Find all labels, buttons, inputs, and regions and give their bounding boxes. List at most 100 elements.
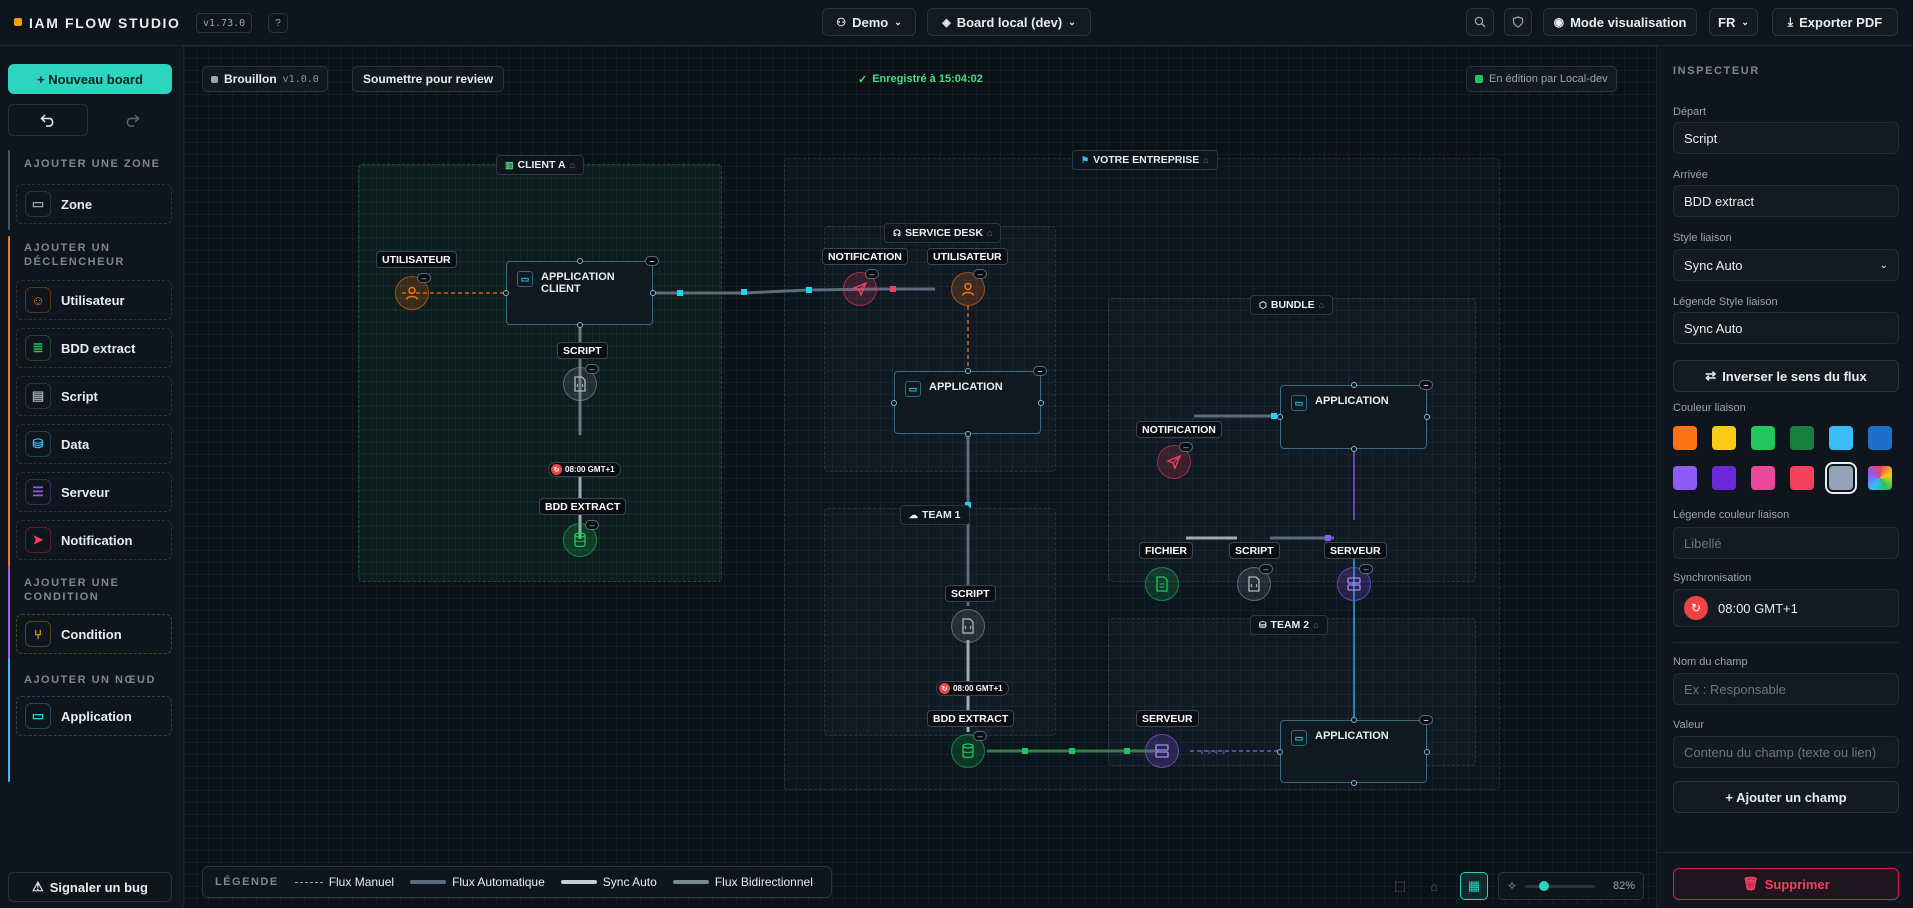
collapse-toggle[interactable]: – [973, 731, 987, 741]
node-application-service-desk[interactable]: ▭ APPLICATION – [891, 366, 1047, 437]
node-port[interactable] [1351, 717, 1357, 723]
node-utilisateur-client-a[interactable]: – [395, 273, 431, 310]
search-button[interactable] [1466, 8, 1494, 36]
sidebar-item-data[interactable]: ⛁ Data [16, 424, 172, 464]
node-port[interactable] [1351, 780, 1357, 786]
board-select[interactable]: ◈ Board local (dev) ⌄ [927, 8, 1091, 36]
export-pdf-button[interactable]: ⤓ Exporter PDF [1772, 8, 1898, 36]
node-port[interactable] [965, 368, 971, 374]
invert-flow-button[interactable]: ⇄ Inverser le sens du flux [1673, 360, 1899, 392]
collapse-toggle[interactable]: – [1359, 564, 1373, 574]
zoom-slider[interactable] [1525, 880, 1596, 891]
color-swatch[interactable] [1712, 426, 1736, 450]
color-swatch[interactable] [1868, 466, 1892, 490]
node-application-team-2[interactable]: ▭ APPLICATION – [1277, 715, 1433, 786]
color-swatch[interactable] [1790, 426, 1814, 450]
node-application-client[interactable]: ▭ APPLICATION CLIENT – [503, 256, 659, 328]
mode-visualisation-button[interactable]: ◉ Mode visualisation [1543, 8, 1697, 36]
sync-badge[interactable]: ↻ 08:00 GMT+1 [548, 462, 621, 477]
select-tool-button[interactable]: ⬚ [1386, 872, 1414, 900]
zone-tag-bundle[interactable]: ⬡ BUNDLE ⌂ [1250, 295, 1334, 315]
node-port[interactable] [965, 431, 971, 437]
collapse-toggle[interactable]: – [1419, 380, 1433, 390]
node-port[interactable] [1351, 382, 1357, 388]
add-field-button[interactable]: + Ajouter un champ [1673, 781, 1899, 813]
sidebar-item-script[interactable]: ▤ Script [16, 376, 172, 416]
shield-button[interactable] [1504, 8, 1532, 36]
collapse-toggle[interactable]: – [973, 269, 987, 279]
fit-view-icon[interactable]: ✧ [1507, 879, 1518, 893]
value-input[interactable]: Contenu du champ (texte ou lien) [1673, 736, 1899, 768]
zone-tag-client-a[interactable]: ▥ CLIENT A ⌂ [496, 155, 584, 175]
color-swatch[interactable] [1751, 426, 1775, 450]
collapse-toggle[interactable]: – [1419, 715, 1433, 725]
sidebar-item-notification[interactable]: ➤ Notification [16, 520, 172, 560]
node-serveur-team-2[interactable] [1145, 734, 1179, 768]
node-application-bundle[interactable]: ▭ APPLICATION – [1277, 380, 1433, 452]
sidebar-item-condition[interactable]: ⑂ Condition [16, 614, 172, 654]
node-script-bundle[interactable]: – [1237, 564, 1273, 601]
node-port[interactable] [577, 258, 583, 264]
collapse-toggle[interactable]: – [645, 256, 659, 266]
node-script-client-a[interactable]: – [563, 364, 599, 401]
report-bug-button[interactable]: ⚠ Signaler un bug [8, 872, 172, 902]
zone-tag-votre-entreprise[interactable]: ⚑ VOTRE ENTREPRISE ⌂ [1072, 150, 1218, 170]
lock-tool-button[interactable]: ⌂ [1420, 872, 1448, 900]
arrivee-field[interactable]: BDD extract [1673, 185, 1899, 217]
redo-button[interactable] [92, 104, 172, 136]
submit-review-button[interactable]: Soumettre pour review [352, 66, 505, 92]
collapse-toggle[interactable]: – [1033, 366, 1047, 376]
node-port[interactable] [1351, 446, 1357, 452]
sync-badge[interactable]: ↻ 08:00 GMT+1 [936, 681, 1009, 696]
node-notification-service-desk[interactable]: – [843, 269, 879, 306]
node-fichier-bundle[interactable] [1145, 567, 1179, 601]
workspace-select[interactable]: ⚇ Demo ⌄ [822, 8, 916, 36]
node-port[interactable] [650, 290, 656, 296]
collapse-toggle[interactable]: – [585, 520, 599, 530]
node-script-team-1[interactable] [951, 609, 985, 643]
style-liaison-select[interactable]: Sync Auto ⌄ [1673, 249, 1899, 281]
zone-team-1[interactable] [824, 508, 1056, 736]
language-select[interactable]: FR ⌄ [1709, 8, 1758, 36]
node-port[interactable] [577, 322, 583, 328]
sidebar-item-zone[interactable]: ▭ Zone [16, 184, 172, 224]
color-swatch[interactable] [1673, 466, 1697, 490]
zone-tag-team-2[interactable]: ⛁ TEAM 2 ⌂ [1250, 615, 1328, 635]
node-utilisateur-service-desk[interactable]: – [951, 269, 987, 306]
flow-canvas[interactable]: Brouillon v1.0.0 Soumettre pour review ✓… [184, 46, 1656, 908]
node-port[interactable] [891, 400, 897, 406]
undo-button[interactable] [8, 104, 88, 136]
zone-tag-team-1[interactable]: ☁ TEAM 1 [900, 505, 970, 525]
node-port[interactable] [1038, 400, 1044, 406]
node-serveur-bundle[interactable]: – [1337, 564, 1373, 601]
node-port[interactable] [1424, 414, 1430, 420]
help-button[interactable]: ? [268, 13, 288, 33]
collapse-toggle[interactable]: – [585, 364, 599, 374]
collapse-toggle[interactable]: – [417, 273, 431, 283]
zoom-slider-thumb[interactable] [1539, 880, 1550, 891]
sidebar-item-utilisateur[interactable]: ☺ Utilisateur [16, 280, 172, 320]
delete-button[interactable]: 🗑 Supprimer [1673, 868, 1899, 900]
node-port[interactable] [1277, 414, 1283, 420]
node-port[interactable] [503, 290, 509, 296]
node-port[interactable] [1277, 749, 1283, 755]
node-port[interactable] [1424, 749, 1430, 755]
color-swatch[interactable] [1829, 426, 1853, 450]
new-board-button[interactable]: + Nouveau board [8, 64, 172, 94]
collapse-toggle[interactable]: – [1259, 564, 1273, 574]
color-swatch[interactable] [1673, 426, 1697, 450]
depart-field[interactable]: Script [1673, 122, 1899, 154]
sync-field[interactable]: ↻ 08:00 GMT+1 [1673, 589, 1899, 627]
node-bdd-extract-team-1[interactable]: – [951, 731, 987, 768]
node-bdd-extract-client-a[interactable]: – [563, 520, 599, 557]
zone-tag-service-desk[interactable]: ☊ SERVICE DESK ⌂ [884, 223, 1002, 243]
sidebar-item-serveur[interactable]: ☰ Serveur [16, 472, 172, 512]
color-swatch[interactable] [1712, 466, 1736, 490]
collapse-toggle[interactable]: – [865, 269, 879, 279]
legend-color-input[interactable]: Libellé [1673, 527, 1899, 559]
sidebar-item-bdd-extract[interactable]: ≣ BDD extract [16, 328, 172, 368]
collapse-toggle[interactable]: – [1179, 442, 1193, 452]
legend-style-field[interactable]: Sync Auto [1673, 312, 1899, 344]
color-swatch[interactable] [1790, 466, 1814, 490]
color-swatch[interactable] [1825, 462, 1857, 494]
